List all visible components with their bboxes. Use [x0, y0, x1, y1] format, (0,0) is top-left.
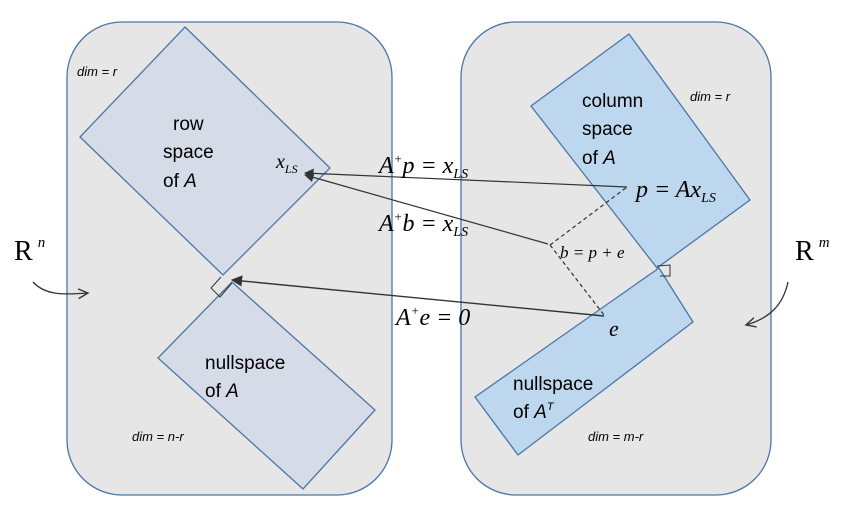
equation-aplus-b: A+b = xLS: [377, 209, 468, 240]
column-space-rect: [530, 33, 751, 269]
row-space-label-2: space: [163, 142, 214, 163]
nullspace-label-2: of A: [205, 381, 239, 402]
rm-pointer-arrow: [746, 281, 789, 325]
right-dim-bottom: dim = m-r: [588, 429, 644, 444]
left-nullspace-label-1: nullspace: [513, 374, 593, 395]
dashed-b-to-p: [549, 186, 628, 246]
xls-label: xLS: [275, 151, 298, 176]
equation-aplus-e: A+e = 0: [394, 303, 470, 331]
left-nullspace-rect: [474, 267, 694, 456]
right-right-angle-marker: [656, 264, 671, 277]
dashed-b-to-e: [549, 244, 605, 316]
column-space-label-1: column: [582, 91, 643, 112]
e-label: e: [609, 316, 619, 341]
right-dim-top: dim = r: [690, 89, 731, 104]
nullspace-rect: [157, 281, 376, 490]
row-space-rect: [79, 26, 331, 276]
arrow-p-to-xls: [304, 168, 628, 188]
equation-aplus-p: A+p = xLS: [377, 151, 468, 182]
p-equals-axls-label: p = AxLS: [634, 177, 716, 206]
left-nullspace-label-2: of AT: [513, 401, 555, 423]
column-space-label-3: of A: [582, 148, 616, 169]
b-equals-p-plus-e-label: b = p + e: [560, 243, 625, 262]
arrow-b-to-xls: [304, 172, 549, 245]
rn-pointer-arrow: [32, 281, 88, 294]
row-space-label-1: row: [173, 114, 204, 135]
row-space-label-3: of A: [163, 171, 197, 192]
column-space-label-2: space: [582, 119, 633, 140]
nullspace-label-1: nullspace: [205, 353, 285, 374]
arrow-e-to-zero: [230, 275, 605, 317]
left-dim-top: dim = r: [77, 64, 118, 79]
left-right-angle-marker: [210, 276, 233, 298]
left-dim-bottom: dim = n-r: [132, 429, 184, 444]
